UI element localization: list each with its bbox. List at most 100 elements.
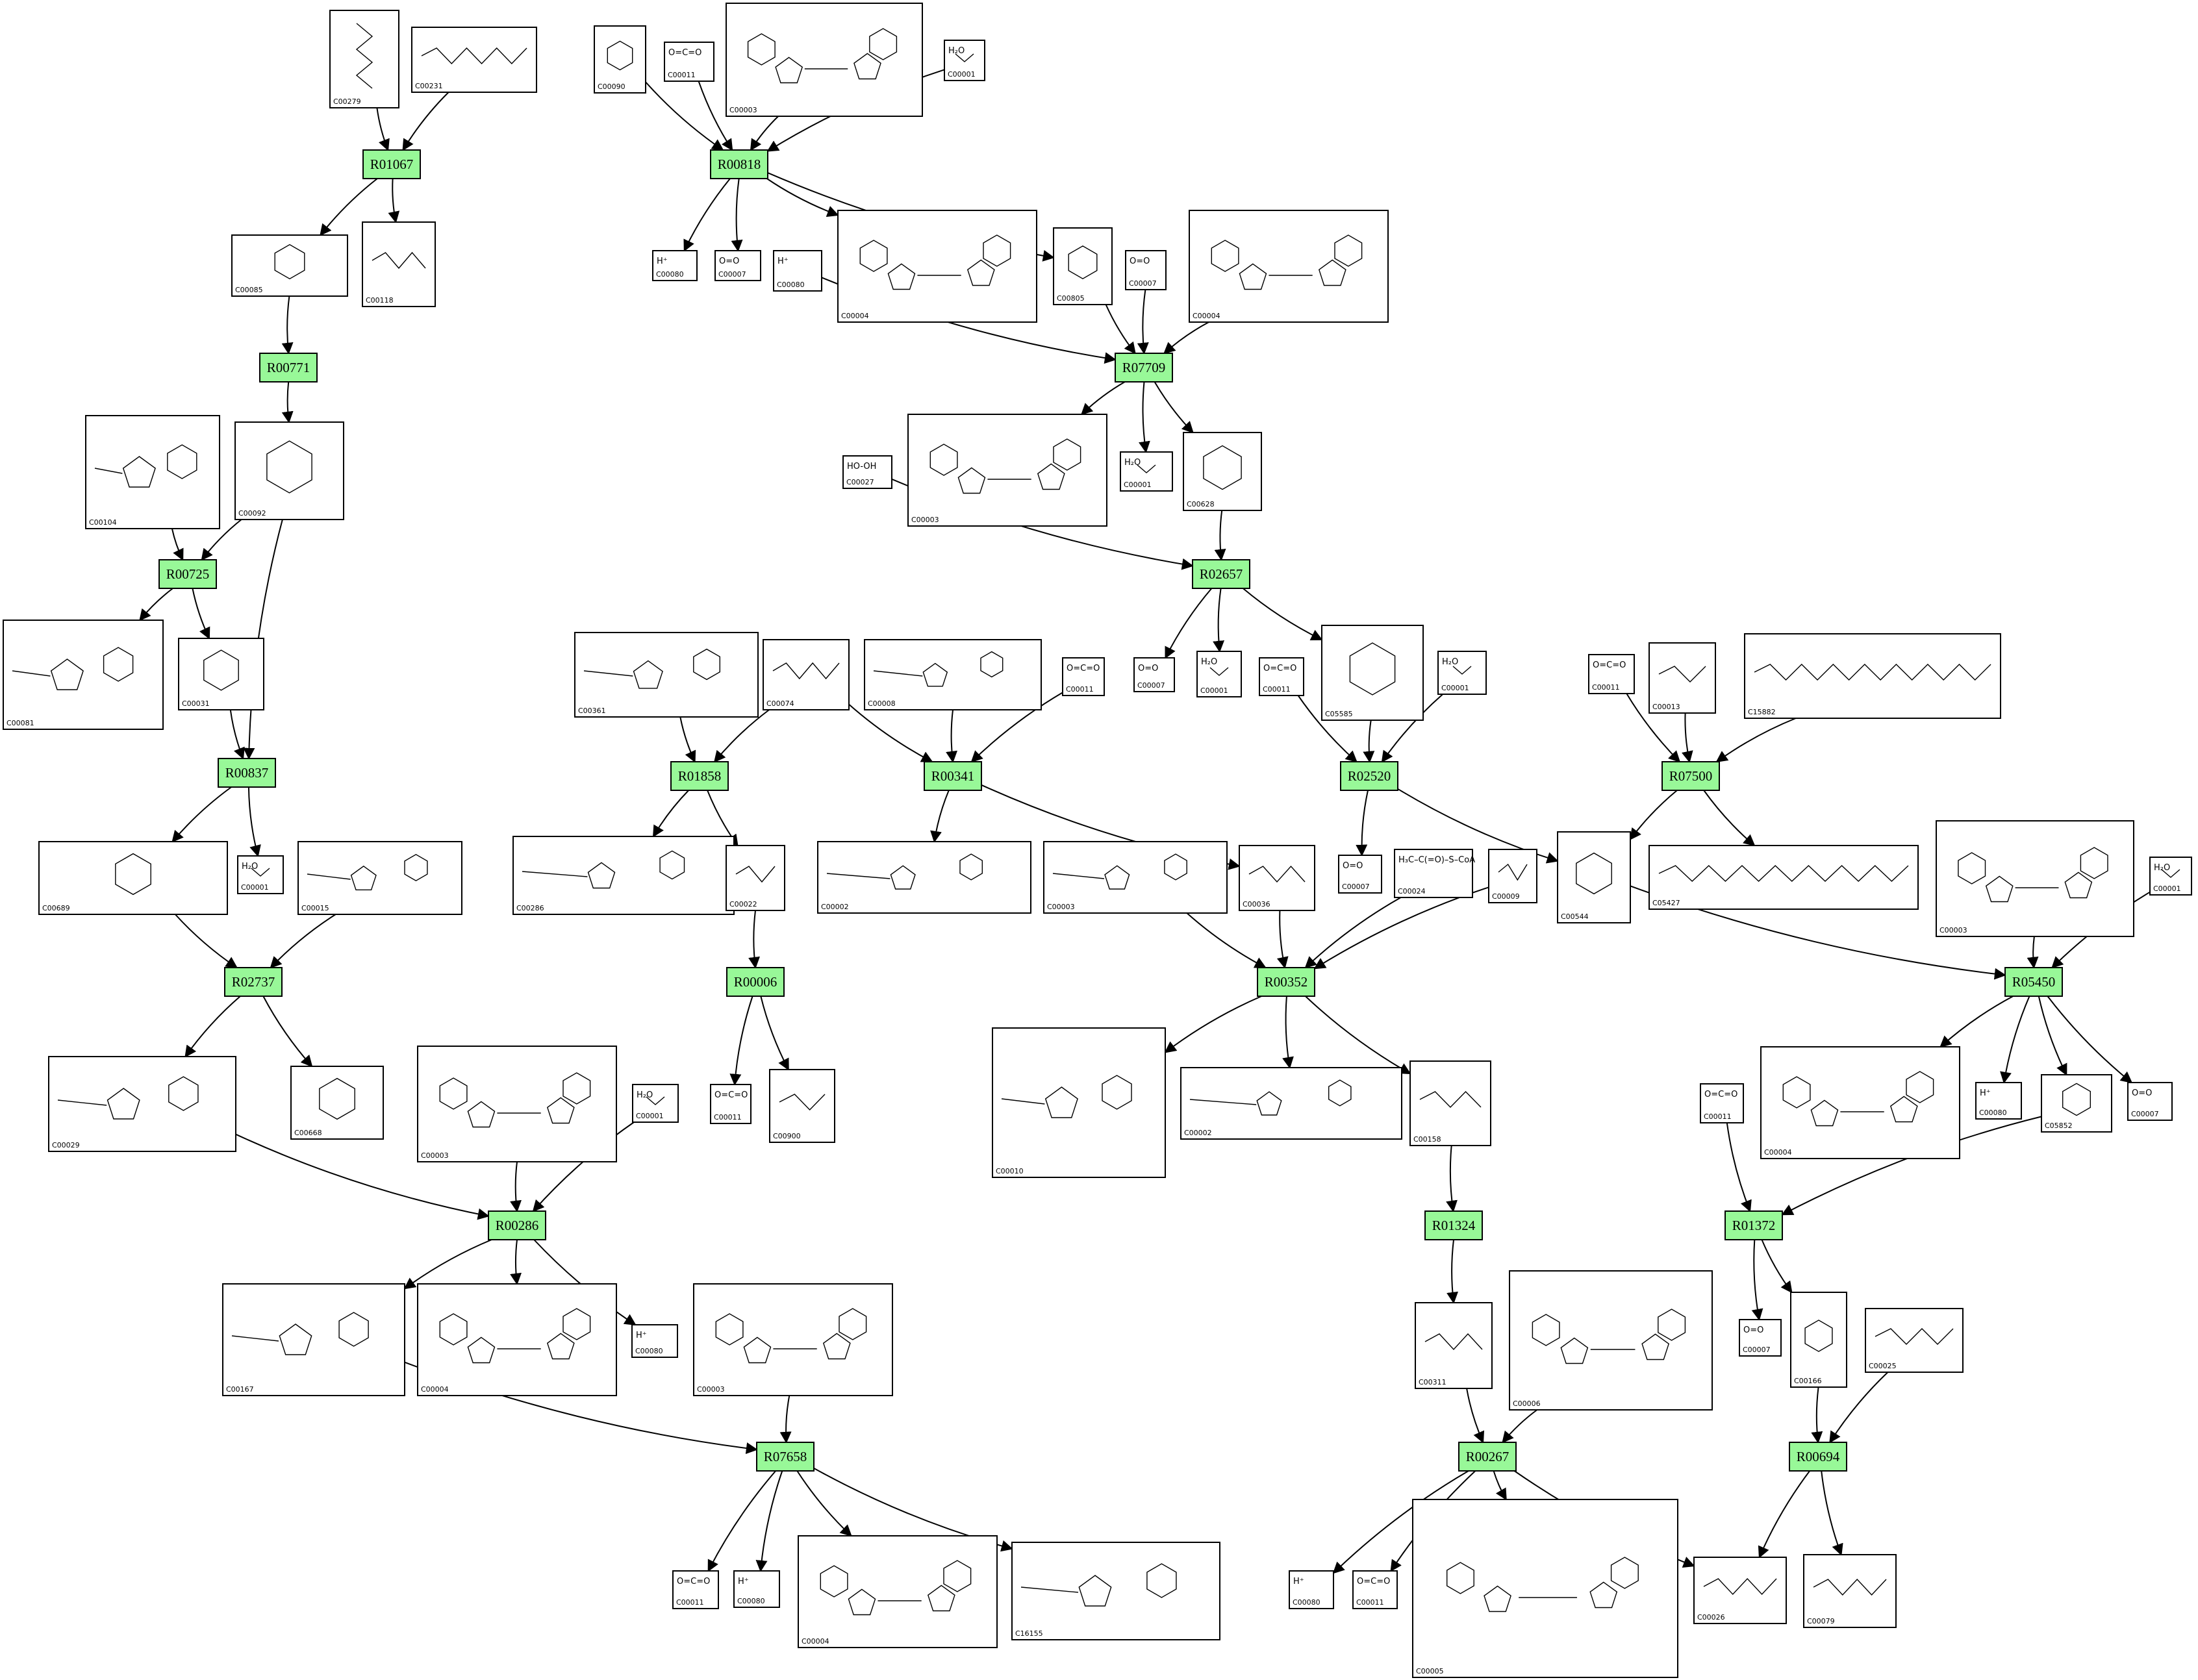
compound-node[interactable]: C00004 [798,1535,998,1648]
compound-node[interactable]: C00025 [1865,1308,1964,1373]
reaction-node[interactable]: R07500 [1661,761,1720,791]
compound-node[interactable]: C00361 [574,632,759,718]
compound-node[interactable]: H⁺C00080 [1975,1082,2022,1120]
compound-node[interactable]: H⁺C00080 [1289,1570,1334,1609]
reaction-node[interactable]: R00352 [1257,967,1315,997]
compound-node[interactable]: C00079 [1803,1554,1897,1628]
compound-node[interactable]: C00279 [329,10,399,108]
reaction-node[interactable]: R02737 [224,967,283,997]
compound-node[interactable]: C00004 [417,1283,617,1396]
reaction-node[interactable]: R00006 [726,967,785,997]
reaction-node[interactable]: R00837 [218,758,276,788]
reaction-node[interactable]: R00771 [259,353,318,382]
reaction-node[interactable]: R00267 [1458,1442,1517,1472]
compound-node[interactable]: C00092 [234,421,344,520]
compound-node[interactable]: C00118 [362,221,436,307]
reaction-node[interactable]: R00694 [1789,1442,1847,1472]
reaction-node[interactable]: R02520 [1340,761,1398,791]
compound-node[interactable]: C00104 [85,415,220,529]
compound-node[interactable]: C15882 [1744,633,2001,719]
compound-node[interactable]: C00286 [512,836,735,915]
compound-node[interactable]: C00628 [1183,432,1262,511]
compound-node[interactable]: C00689 [38,841,228,915]
compound-node[interactable]: C00074 [763,639,850,710]
compound-node[interactable]: C00231 [411,27,537,93]
compound-node[interactable]: C00311 [1415,1302,1493,1389]
compound-node[interactable]: C00668 [290,1066,384,1140]
reaction-node[interactable]: R01324 [1424,1210,1483,1240]
compound-node[interactable]: C00003 [1936,820,2134,937]
compound-node[interactable]: C00166 [1790,1292,1847,1388]
compound-node[interactable]: H⁺C00080 [652,250,698,281]
compound-node[interactable]: C00008 [864,639,1042,710]
compound-node[interactable]: C00090 [594,25,646,94]
compound-node[interactable]: C00004 [1189,210,1389,323]
compound-node[interactable]: C00081 [3,620,164,730]
compound-node[interactable]: C00085 [231,234,348,297]
compound-node[interactable]: C00003 [417,1046,617,1162]
compound-node[interactable]: C00004 [837,210,1037,323]
compound-node[interactable]: C00002 [1180,1067,1402,1140]
compound-node[interactable]: C05427 [1648,845,1919,910]
reaction-node[interactable]: R00286 [488,1210,546,1240]
compound-node[interactable]: C00029 [48,1056,236,1152]
compound-node[interactable]: H⁺C00080 [631,1324,678,1358]
compound-node[interactable]: C00031 [178,638,264,710]
compound-node[interactable]: C00003 [726,3,923,117]
compound-node[interactable]: C00009 [1488,849,1537,903]
compound-node[interactable]: C05585 [1321,625,1424,721]
compound-node[interactable]: C00544 [1557,831,1631,923]
compound-node[interactable]: C00036 [1239,845,1315,911]
reaction-node[interactable]: R05450 [2004,967,2063,997]
compound-node[interactable]: C00005 [1412,1499,1678,1678]
reaction-node[interactable]: R07658 [756,1442,815,1472]
compound-node[interactable]: C00900 [769,1069,835,1143]
compound-node[interactable]: C00805 [1053,227,1113,305]
compound-node[interactable]: C00004 [1760,1046,1960,1159]
compound-node[interactable]: C00002 [817,841,1031,914]
compound-node[interactable]: C00022 [726,845,785,911]
reaction-node[interactable]: R00725 [158,559,217,589]
reaction-node[interactable]: R01067 [362,149,421,179]
compound-node[interactable]: C00003 [693,1283,893,1396]
compound-node[interactable]: C00158 [1409,1060,1491,1146]
compound-node[interactable]: C00167 [222,1283,405,1396]
compound-node[interactable]: C00015 [297,841,462,915]
compound-node[interactable]: C16155 [1011,1542,1220,1640]
reaction-node[interactable]: R02657 [1192,559,1250,589]
reaction-node[interactable]: R07709 [1115,353,1173,382]
compound-node[interactable]: H⁺C00080 [773,250,822,292]
compound-node[interactable]: C00003 [1043,841,1228,914]
reaction-node[interactable]: R01858 [670,761,729,791]
reaction-node[interactable]: R00818 [710,149,768,179]
compound-node[interactable]: C05852 [2041,1074,2112,1133]
compound-node[interactable]: H⁺C00080 [733,1570,780,1608]
compound-node[interactable]: C00013 [1648,642,1716,714]
compound-node[interactable]: C00003 [907,414,1107,527]
compound-node[interactable]: C00010 [992,1027,1166,1178]
reaction-node[interactable]: R01372 [1724,1210,1783,1240]
reaction-node[interactable]: R00341 [924,761,982,791]
